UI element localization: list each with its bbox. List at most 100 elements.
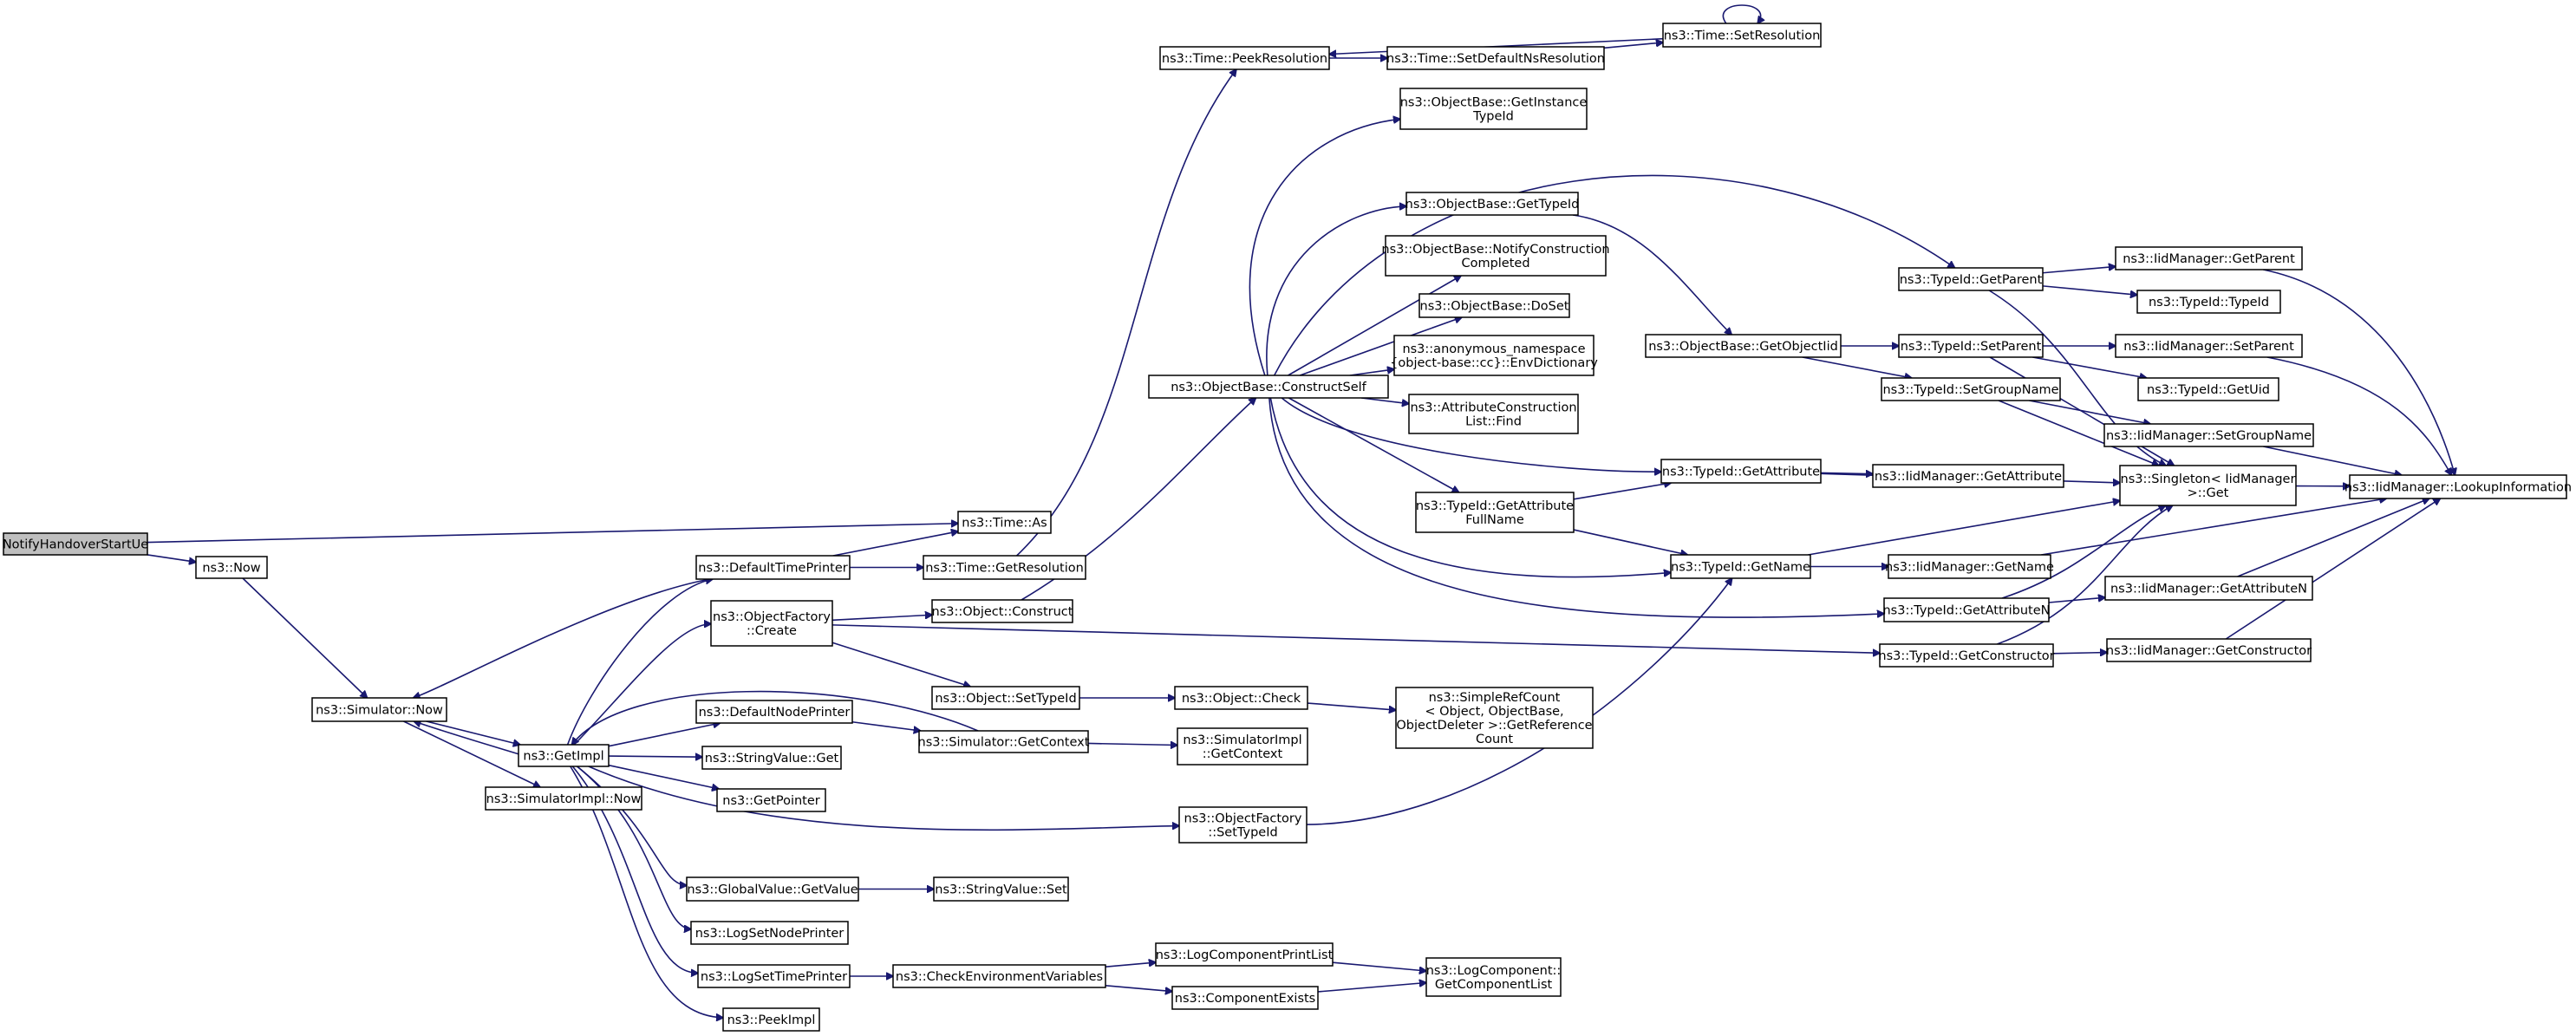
node-label: ns3::TypeId::SetParent (1901, 340, 2042, 354)
edge-setDefNs-to-setRes (1603, 42, 1663, 49)
node-tidGetAttributeN[interactable]: ns3::TypeId::GetAttributeN (1882, 597, 2051, 622)
node-label: ns3::GlobalValue::GetValue (687, 883, 858, 897)
node-objCheck[interactable]: ns3::Object::Check (1174, 686, 1308, 710)
node-timeGetRes[interactable]: ns3::Time::GetResolution (923, 555, 1086, 580)
node-iidSetGroupName[interactable]: ns3::IidManager::SetGroupName (2103, 423, 2314, 447)
node-simNow[interactable]: ns3::Simulator::Now (311, 697, 447, 722)
node-simImplGetContext[interactable]: ns3::SimulatorImpl::GetContext (1177, 727, 1308, 766)
node-box (923, 555, 1086, 580)
node-box (1385, 235, 1607, 277)
node-logSetTime[interactable]: ns3::LogSetTimePrinter (697, 964, 851, 988)
edge-tidGetAttribute-to-iidGetAttribute (1820, 472, 1873, 473)
node-defTimePrinter[interactable]: ns3::DefaultTimePrinter (695, 555, 851, 580)
node-objSetTypeId[interactable]: ns3::Object::SetTypeId (931, 686, 1080, 710)
node-peekRes[interactable]: ns3::Time::PeekResolution (1159, 46, 1330, 70)
edge-simGetContext-to-getImpl (572, 690, 979, 745)
node-label: ns3::IidManager::GetName (1885, 561, 2054, 575)
node-defNodePrinter[interactable]: ns3::DefaultNodePrinter (695, 700, 853, 724)
node-peekImpl[interactable]: ns3::PeekImpl (722, 1007, 820, 1032)
node-iidSetParent[interactable]: ns3::IidManager::SetParent (2115, 334, 2303, 358)
node-box (1178, 806, 1308, 844)
node-logCompGetList[interactable]: ns3::LogComponent::GetComponentList (1425, 957, 1562, 997)
node-objFactCreate[interactable]: ns3::ObjectFactory::Create (710, 600, 833, 647)
node-objConstruct[interactable]: ns3::Object::Construct (931, 599, 1073, 623)
node-simImplNow[interactable]: ns3::SimulatorImpl::Now (485, 786, 642, 811)
node-label: ns3::Object::Check (1182, 692, 1301, 706)
edge-getImpl-to-getPointer (608, 764, 719, 789)
node-singletonGet[interactable]: ns3::Singleton< IidManager>::Get (2119, 465, 2297, 506)
edge-constructSelf-to-tidGetAttributeN (1268, 397, 1884, 618)
node-getImpl[interactable]: ns3::GetImpl (518, 744, 610, 767)
edge-getImpl-to-objFactSetTypeId (588, 766, 1179, 831)
edge-getAttrFullName-to-tidGetAttribute (1573, 483, 1671, 500)
node-label: ns3::DefaultNodePrinter (699, 706, 851, 720)
node-iidGetAttribute[interactable]: ns3::IidManager::GetAttribute (1872, 464, 2064, 488)
node-tidGetParent[interactable]: ns3::TypeId::GetParent (1898, 267, 2044, 291)
node-iidGetParent[interactable]: ns3::IidManager::GetParent (2115, 246, 2303, 270)
node-logSetNode[interactable]: ns3::LogSetNodePrinter (690, 921, 849, 945)
node-label: ns3::ObjectFactory (1184, 812, 1302, 826)
node-simGetContext[interactable]: ns3::Simulator::GetContext (918, 730, 1090, 753)
node-box (918, 730, 1089, 753)
node-box (1883, 597, 2050, 622)
edge-iidGetConstructor-to-iidLookup (2225, 498, 2440, 640)
node-checkEnv[interactable]: ns3::CheckEnvironmentVariables (892, 964, 1106, 988)
node-setRes[interactable]: ns3::Time::SetResolution (1662, 23, 1822, 48)
node-box (1148, 375, 1389, 399)
node-label: ns3::Time::GetResolution (925, 562, 1084, 576)
node-timeAs[interactable]: ns3::Time::As (957, 511, 1052, 534)
node-box (1408, 394, 1579, 434)
node-label: FullName (1465, 513, 1524, 527)
node-label: ns3::ComponentExists (1175, 992, 1316, 1006)
node-tidSetGroupName[interactable]: ns3::TypeId::SetGroupName (1881, 377, 2061, 401)
node-logCompPrint[interactable]: ns3::LogComponentPrintList (1155, 942, 1334, 967)
node-iidLookup[interactable]: ns3::IidManager::LookupInformation (2344, 474, 2572, 499)
node-label: ns3::CheckEnvironmentVariables (896, 970, 1103, 984)
edge-obGetObjectIid-to-tidSetGroupName (1802, 356, 1912, 378)
node-obGetObjectIid[interactable]: ns3::ObjectBase::GetObjectIid (1645, 334, 1842, 358)
node-iidGetName[interactable]: ns3::IidManager::GetName (1885, 554, 2054, 579)
node-label: ns3::IidManager::SetGroupName (2106, 429, 2312, 443)
node-notifyConst[interactable]: ns3::ObjectBase::NotifyConstructionCompl… (1381, 235, 1610, 277)
node-compExists[interactable]: ns3::ComponentExists (1171, 986, 1319, 1010)
node-simpleRef[interactable]: ns3::SimpleRefCount< Object, ObjectBase,… (1395, 687, 1594, 749)
node-now[interactable]: ns3::Now (195, 556, 268, 579)
node-box (2119, 465, 2297, 506)
node-iidGetAttributeN[interactable]: ns3::IidManager::GetAttributeN (2104, 576, 2313, 601)
node-box (1155, 942, 1334, 967)
node-label: >::Get (2188, 486, 2229, 500)
node-tidGetUid[interactable]: ns3::TypeId::GetUid (2137, 377, 2279, 401)
node-obGetTypeId[interactable]: ns3::ObjectBase::GetTypeId (1405, 192, 1580, 216)
node-label: ns3::GetImpl (523, 750, 603, 764)
node-root[interactable]: NotifyHandoverStartUe (3, 532, 148, 556)
node-envDict[interactable]: ns3::anonymous_namespace{object-base::cc… (1390, 335, 1598, 376)
edge-defNodePrinter-to-simGetContext (851, 720, 921, 731)
edge-tidSetGroupName-to-iidSetGroupName (2029, 400, 2150, 424)
node-getPointer[interactable]: ns3::GetPointer (716, 788, 826, 812)
node-constructSelf[interactable]: ns3::ObjectBase::ConstructSelf (1148, 375, 1389, 399)
node-label: ns3::TypeId::SetGroupName (1882, 383, 2058, 397)
node-box (1159, 46, 1330, 70)
node-doSet[interactable]: ns3::ObjectBase::DoSet (1418, 293, 1570, 318)
node-tidGetName[interactable]: ns3::TypeId::GetName (1670, 554, 1811, 579)
node-tidSetParent[interactable]: ns3::TypeId::SetParent (1898, 334, 2044, 358)
node-box (1415, 492, 1575, 533)
node-box (2106, 638, 2312, 662)
edge-iidGetParent-to-iidLookup (2263, 269, 2455, 475)
node-label: ns3::StringValue::Set (935, 883, 1067, 897)
node-strValSet[interactable]: ns3::StringValue::Set (933, 876, 1069, 902)
node-objFactSetTypeId[interactable]: ns3::ObjectFactory::SetTypeId (1178, 806, 1308, 844)
node-gvGetValue[interactable]: ns3::GlobalValue::GetValue (686, 876, 859, 902)
node-tidGetAttribute[interactable]: ns3::TypeId::GetAttribute (1660, 459, 1822, 484)
node-tidTypeId[interactable]: ns3::TypeId::TypeId (2136, 290, 2281, 314)
node-label: ns3::ObjectBase::GetTypeId (1405, 198, 1580, 212)
node-setDefNs[interactable]: ns3::Time::SetDefaultNsResolution (1386, 46, 1605, 70)
node-strValGet[interactable]: ns3::StringValue::Get (701, 746, 842, 770)
node-iidGetConstructor[interactable]: ns3::IidManager::GetConstructor (2106, 638, 2312, 662)
node-box (1425, 957, 1562, 997)
node-tidGetConstructor[interactable]: ns3::TypeId::GetConstructor (1878, 643, 2055, 668)
